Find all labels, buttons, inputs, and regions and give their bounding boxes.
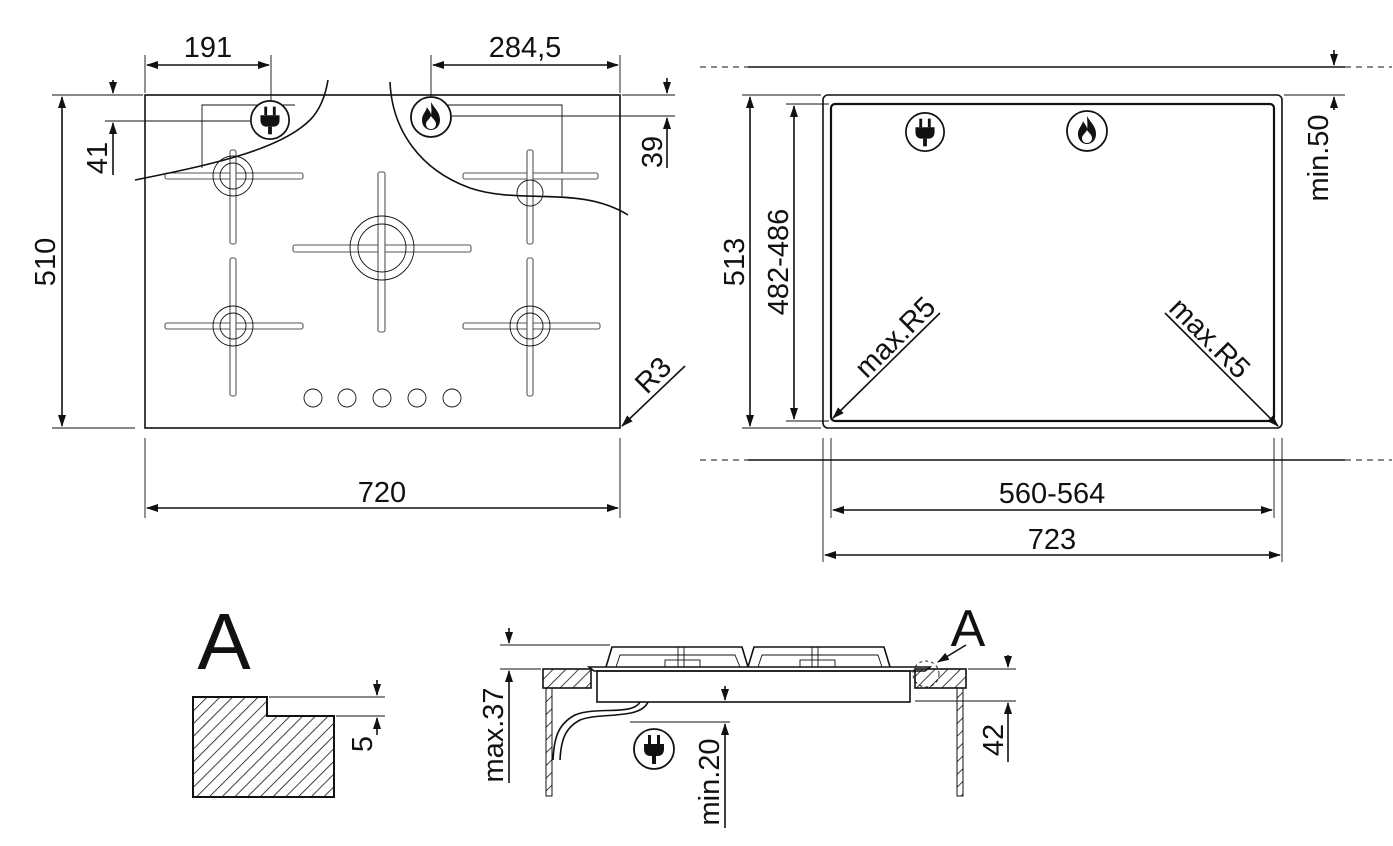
dim-flame-offset: 284,5 bbox=[489, 32, 562, 64]
dim-depth-inner: 482-486 bbox=[763, 209, 795, 315]
plug-icon bbox=[633, 728, 675, 770]
dim-radius: R3 bbox=[629, 351, 678, 400]
hob-body bbox=[596, 670, 911, 703]
detail-marker bbox=[912, 660, 940, 688]
detail-label: A bbox=[197, 597, 251, 686]
side-view: A max.37 min.20 42 bbox=[478, 600, 1016, 828]
hob-outer-outline bbox=[822, 94, 1283, 429]
worktop-left bbox=[542, 668, 592, 689]
burner-rear-left bbox=[164, 149, 304, 245]
break-line-left bbox=[134, 79, 329, 181]
dim-depth: 510 bbox=[30, 238, 62, 286]
cutout-view: min.50 513 482-486 max.R5 max.R5 560-564… bbox=[700, 50, 1392, 562]
dim-plug-offset: 191 bbox=[184, 32, 232, 64]
dim-depth-outer: 513 bbox=[719, 238, 751, 286]
plug-icon bbox=[250, 100, 290, 140]
burner-front-right bbox=[462, 257, 601, 397]
dim-radius-right: max.R5 bbox=[1163, 292, 1256, 385]
hob-outline bbox=[144, 94, 621, 429]
dim-inner-width: 560-564 bbox=[999, 478, 1105, 510]
cutout-inner-outline bbox=[829, 102, 1276, 423]
worktop-section bbox=[192, 696, 335, 798]
plug-icon bbox=[905, 112, 945, 152]
dim-flame-top: 39 bbox=[637, 136, 669, 168]
dim-min-top: min.50 bbox=[1303, 114, 1335, 201]
dim-outer-width: 723 bbox=[1028, 524, 1076, 556]
burner-rear-right bbox=[462, 149, 599, 245]
dim-max-height: max.37 bbox=[478, 687, 510, 782]
worktop-right bbox=[914, 668, 967, 689]
dim-step: 5 bbox=[347, 736, 379, 752]
burner-center bbox=[292, 171, 472, 333]
detail-a-view: A 5 bbox=[192, 597, 385, 798]
dim-width: 720 bbox=[358, 477, 406, 509]
dim-plug-top: 41 bbox=[82, 142, 114, 174]
dim-min-below: min.20 bbox=[694, 738, 726, 825]
burner-front-left bbox=[164, 257, 304, 397]
flame-icon bbox=[410, 96, 452, 138]
side-detail-label: A bbox=[951, 600, 986, 658]
control-knobs bbox=[303, 388, 462, 408]
hob-top-view: 191 284,5 41 39 510 720 R3 bbox=[30, 32, 686, 518]
dim-worktop: 42 bbox=[978, 724, 1010, 756]
break-line-right bbox=[389, 81, 629, 216]
flame-icon bbox=[1066, 110, 1108, 152]
dim-radius-left: max.R5 bbox=[849, 291, 942, 384]
